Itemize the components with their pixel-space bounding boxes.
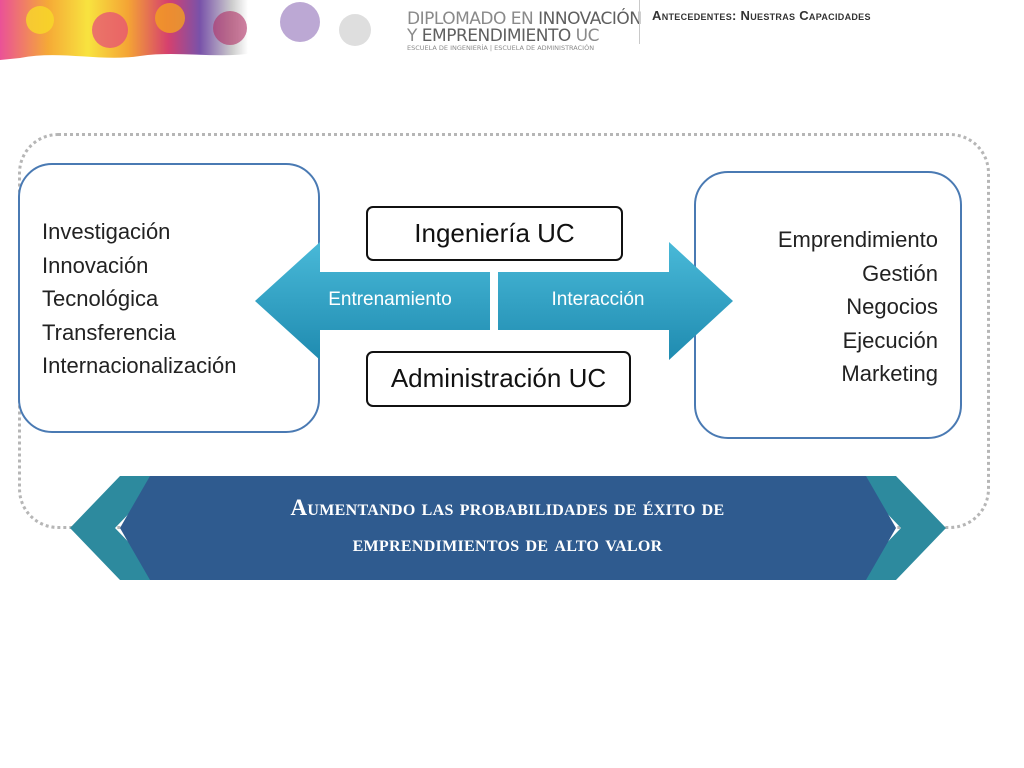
right-capability-item: Ejecución bbox=[842, 327, 938, 353]
left-capability-item: Transferencia bbox=[42, 319, 176, 345]
right-capability-item: Gestión bbox=[862, 260, 938, 286]
left-capability-item: Internacionalización bbox=[42, 353, 237, 378]
right-capabilities-list: Emprendimiento Gestión Negocios Ejecució… bbox=[778, 223, 938, 391]
bottom-banner-shape bbox=[70, 476, 946, 580]
left-capability-item: Investigación bbox=[42, 219, 171, 244]
logo-subtitle: ESCUELA DE INGENIERÍA | ESCUELA DE ADMIN… bbox=[407, 44, 595, 52]
right-capability-item: Negocios bbox=[846, 294, 938, 319]
administration-school-box: Administración UC bbox=[366, 351, 631, 407]
header-divider bbox=[639, 0, 640, 44]
right-arrow-label: Interacción bbox=[551, 289, 645, 310]
banner-text-line1: Aumentando las probabilidades de éxito d… bbox=[290, 495, 725, 520]
right-capabilities-box: Emprendimiento Gestión Negocios Ejecució… bbox=[694, 171, 962, 439]
left-capabilities-list: Investigación Innovación Tecnológica Tra… bbox=[42, 215, 236, 383]
right-capability-item: Marketing bbox=[841, 361, 938, 386]
slide-title: Antecedentes: Nuestras Capacidades bbox=[652, 8, 871, 23]
left-arrow-shape bbox=[255, 242, 490, 360]
engineering-school-box: Ingeniería UC bbox=[366, 206, 623, 261]
left-capability-item: Tecnológica bbox=[42, 286, 159, 311]
banner-body bbox=[120, 476, 896, 580]
right-arrow-shape bbox=[498, 242, 733, 360]
logo-line1: DIPLOMADO EN INNOVACIÓN bbox=[407, 9, 642, 29]
arrows-graphic bbox=[255, 242, 733, 360]
right-capability-item: Emprendimiento bbox=[777, 227, 938, 252]
header-paint-banner bbox=[0, 0, 400, 60]
left-arrow-label: Entrenamiento bbox=[328, 289, 452, 310]
banner-text-line2: emprendimientos de alto valor bbox=[352, 531, 663, 556]
logo-line2: Y EMPRENDIMIENTO UC bbox=[407, 26, 599, 46]
left-capability-item: Innovación bbox=[42, 252, 149, 278]
banner-text: Aumentando las probabilidades de éxito d… bbox=[140, 490, 875, 562]
banner-right-chevron bbox=[851, 476, 946, 580]
banner-left-chevron bbox=[70, 476, 165, 580]
